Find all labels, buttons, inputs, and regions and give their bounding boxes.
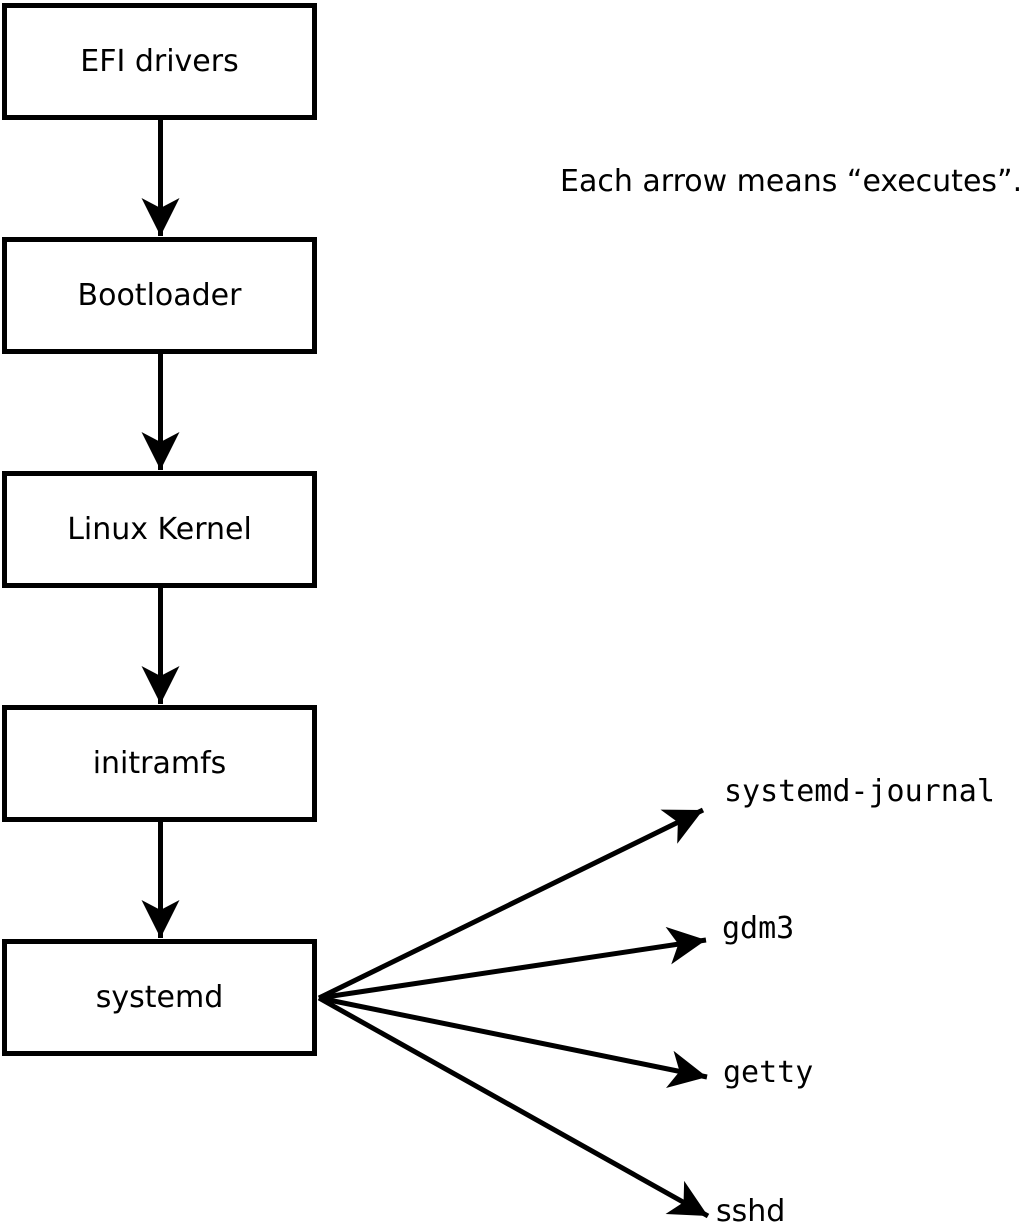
arrow-systemd-to-journal (317, 807, 705, 1001)
flow-node-label: Linux Kernel (67, 511, 252, 547)
flow-node-label: initramfs (92, 745, 227, 781)
flow-node-bootloader: Bootloader (2, 237, 317, 354)
flow-node-label: Bootloader (77, 277, 242, 313)
spawned-process-getty: getty (723, 1055, 814, 1090)
flow-node-initramfs: initramfs (2, 705, 317, 822)
arrow-systemd-to-sshd (317, 995, 710, 1219)
spawned-process-sshd: sshd (716, 1194, 786, 1229)
flow-node-label: systemd (95, 979, 224, 1015)
flow-node-linux-kernel: Linux Kernel (2, 471, 317, 588)
flow-node-efi-drivers: EFI drivers (2, 3, 317, 120)
arrow-systemd-to-getty (318, 995, 708, 1089)
flow-node-systemd: systemd (2, 939, 317, 1056)
spawned-process-systemd-journal: systemd-journal (724, 774, 995, 809)
flow-node-label: EFI drivers (80, 43, 239, 79)
spawned-process-gdm3: gdm3 (722, 911, 795, 946)
arrow-systemd-to-gdm3 (318, 926, 707, 1001)
arrow-meaning-annotation: Each arrow means “executes”. (560, 164, 1023, 199)
